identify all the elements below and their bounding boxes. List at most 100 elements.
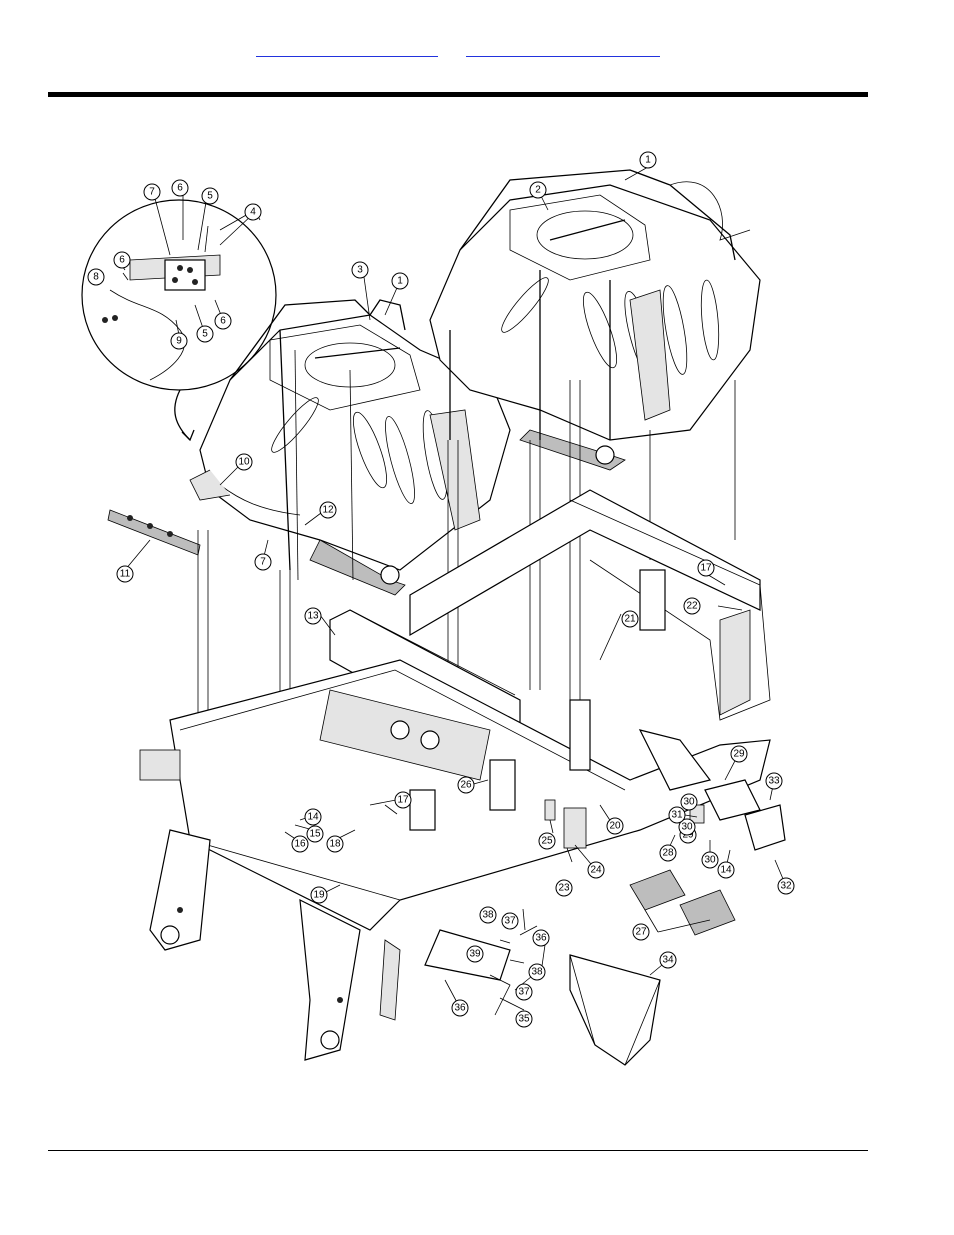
callout-3: 3 <box>352 262 368 278</box>
callout-11: 11 <box>117 566 133 582</box>
callout-18: 18 <box>327 836 343 852</box>
tray-item-34 <box>570 955 660 1065</box>
callout-21-label: 21 <box>624 614 636 625</box>
callout-6c-label: 6 <box>220 316 226 327</box>
callout-10: 10 <box>236 454 252 470</box>
callout-38a: 38 <box>480 907 496 923</box>
callout-5a: 5 <box>202 188 218 204</box>
callout-36a-label: 36 <box>535 933 547 944</box>
callout-7b-label: 7 <box>260 557 266 568</box>
callout-7a-label: 7 <box>149 187 155 198</box>
callout-23-label: 23 <box>558 883 570 894</box>
callout-6c: 6 <box>215 313 231 329</box>
callout-25-label: 25 <box>541 836 553 847</box>
callout-17a: 17 <box>395 792 411 808</box>
callout-1a: 1 <box>640 152 656 168</box>
callout-22-label: 22 <box>686 601 698 612</box>
callout-36b: 36 <box>452 1000 468 1016</box>
callout-37a-label: 37 <box>504 916 516 927</box>
callout-5b-label: 5 <box>202 329 208 340</box>
callout-6b: 6 <box>114 252 130 268</box>
callout-38b-label: 38 <box>531 967 543 978</box>
callout-35-label: 35 <box>518 1014 530 1025</box>
callout-34: 34 <box>660 952 676 968</box>
callout-17b-label: 17 <box>700 563 712 574</box>
callout-19-label: 19 <box>313 890 325 901</box>
callout-9: 9 <box>171 333 187 349</box>
callout-37a: 37 <box>502 913 518 929</box>
callout-7b: 7 <box>255 554 271 570</box>
callout-4-label: 4 <box>250 207 256 218</box>
callout-8-label: 8 <box>93 272 99 283</box>
callout-6a-label: 6 <box>177 183 183 194</box>
callout-33: 33 <box>766 773 782 789</box>
callout-9-label: 9 <box>176 336 182 347</box>
callout-30a: 30 <box>681 794 697 810</box>
callout-3-label: 3 <box>357 265 363 276</box>
callout-30a-label: 30 <box>683 797 695 808</box>
callout-11-label: 11 <box>120 569 131 580</box>
callout-31: 31 <box>669 807 685 823</box>
callout-14a: 14 <box>305 809 321 825</box>
callout-13-label: 13 <box>307 611 319 622</box>
callout-6b-label: 6 <box>119 255 125 266</box>
chassis-frame <box>140 490 770 1060</box>
callout-20-label: 20 <box>609 821 621 832</box>
callout-39-label: 39 <box>469 949 481 960</box>
callout-16-label: 16 <box>294 839 306 850</box>
callout-26-label: 26 <box>460 780 472 791</box>
callout-15: 15 <box>307 826 323 842</box>
callout-38b: 38 <box>529 964 545 980</box>
callout-28: 28 <box>660 845 676 861</box>
callout-17a-label: 17 <box>397 795 409 806</box>
callout-2-label: 2 <box>535 185 541 196</box>
callout-1b-label: 1 <box>397 276 403 287</box>
callout-38a-label: 38 <box>482 910 494 921</box>
callout-7a: 7 <box>144 184 160 200</box>
callout-26: 26 <box>458 777 474 793</box>
callout-10-label: 10 <box>238 457 250 468</box>
callout-24: 24 <box>588 862 604 878</box>
callout-31-label: 31 <box>671 810 683 821</box>
callout-23: 23 <box>556 880 572 896</box>
footer-rule <box>48 1150 868 1151</box>
callout-12: 12 <box>320 502 336 518</box>
callout-4: 4 <box>245 204 261 220</box>
callout-8: 8 <box>88 269 104 285</box>
callout-29a: 29 <box>731 746 747 762</box>
callout-35: 35 <box>516 1011 532 1027</box>
callout-16: 16 <box>292 836 308 852</box>
callout-2: 2 <box>530 182 546 198</box>
callout-37b-label: 37 <box>518 987 530 998</box>
callout-12-label: 12 <box>322 505 334 516</box>
callout-37b: 37 <box>516 984 532 1000</box>
parts-assembly-drawing: 1 1 2 3 4 5 5 6 6 6 7 7 8 9 10 11 12 13 … <box>70 140 810 1080</box>
callout-30b-label: 30 <box>681 822 693 833</box>
callout-1a-label: 1 <box>645 155 651 166</box>
callout-6a: 6 <box>172 180 188 196</box>
callout-27-label: 27 <box>635 927 647 938</box>
callout-28-label: 28 <box>662 848 674 859</box>
callout-20: 20 <box>607 818 623 834</box>
callout-15-label: 15 <box>309 829 321 840</box>
callout-30c-label: 30 <box>704 855 716 866</box>
callout-13: 13 <box>305 608 321 624</box>
callout-22: 22 <box>684 598 700 614</box>
callout-19: 19 <box>311 887 327 903</box>
callout-21: 21 <box>622 611 638 627</box>
callout-29a-label: 29 <box>733 749 745 760</box>
callout-5a-label: 5 <box>207 191 213 202</box>
callout-14b: 14 <box>718 862 734 878</box>
nav-link-previous[interactable] <box>256 44 438 57</box>
callout-27: 27 <box>633 924 649 940</box>
callout-39: 39 <box>467 946 483 962</box>
callout-32-label: 32 <box>780 881 792 892</box>
callout-34-label: 34 <box>662 955 674 966</box>
nav-link-next[interactable] <box>466 44 660 57</box>
callout-36a: 36 <box>533 930 549 946</box>
callout-30c: 30 <box>702 852 718 868</box>
bracket-item-11 <box>108 510 200 555</box>
callout-1b: 1 <box>392 273 408 289</box>
callout-25: 25 <box>539 833 555 849</box>
callout-5b: 5 <box>197 326 213 342</box>
